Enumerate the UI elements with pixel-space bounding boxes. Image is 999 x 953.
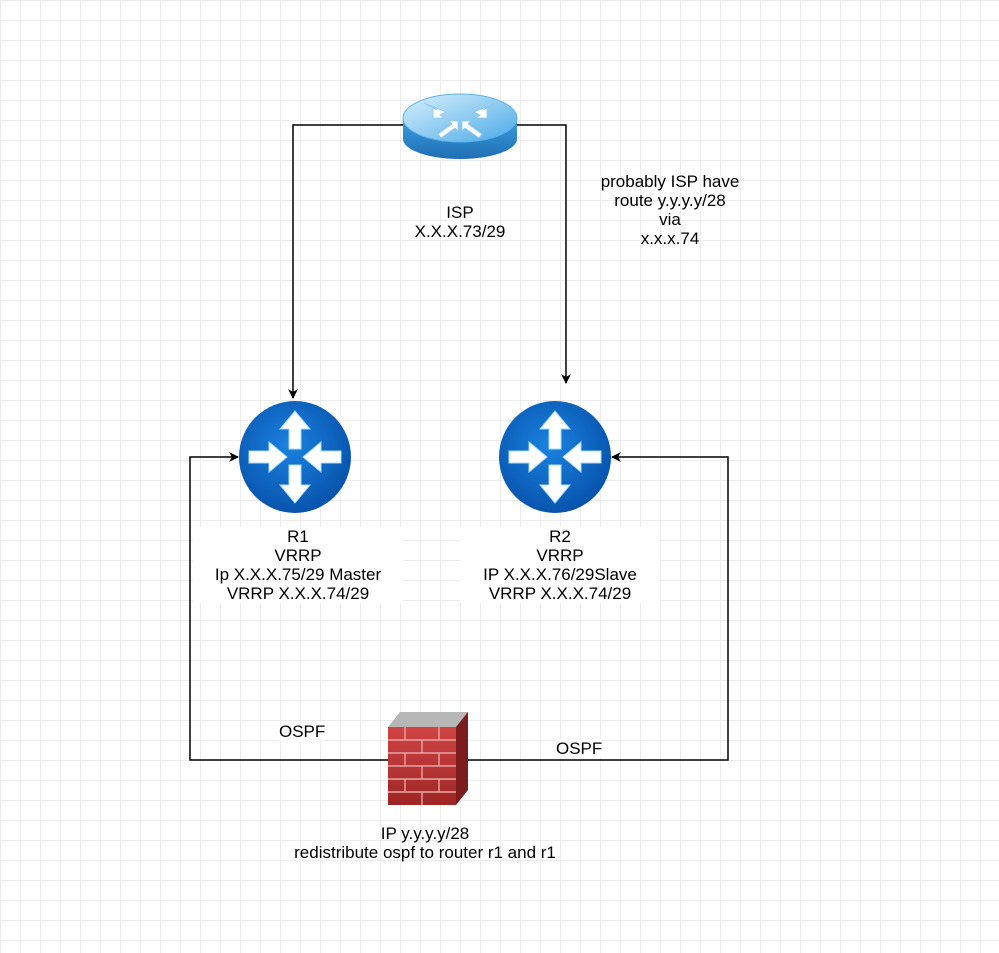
ospf-label-r1: OSPF (279, 722, 326, 741)
isp-label: ISP X.X.X.73/29 (405, 203, 515, 241)
r2-label-line: VRRP (536, 546, 584, 565)
isp-label-line: X.X.X.73/29 (414, 222, 506, 241)
router-icon[interactable] (239, 401, 351, 513)
annotation-line: x.x.x.74 (640, 229, 700, 248)
firewall-label: IP y.y.y.y/28 redistribute ospf to route… (270, 824, 580, 862)
r1-label-line: R1 (287, 527, 309, 546)
router-icon[interactable] (499, 401, 611, 513)
firewall-icon[interactable] (388, 712, 468, 805)
r1-label: R1 VRRP Ip X.X.X.75/29 Master VRRP X.X.X… (193, 527, 403, 603)
route-annotation: probably ISP have route y.y.y.y/28 via x… (580, 172, 760, 248)
r2-label-line: IP X.X.X.76/29Slave (483, 565, 637, 584)
edge-isp-r2 (517, 124, 571, 384)
annotation-line: route y.y.y.y/28 (614, 191, 726, 210)
edge-firewall-r1 (189, 452, 388, 761)
r1-label-line: Ip X.X.X.75/29 Master (214, 565, 382, 584)
r1-label-line: VRRP (274, 546, 322, 565)
annotation-line: via (659, 210, 681, 229)
ospf-label-r2: OSPF (556, 739, 603, 758)
r1-label-line: VRRP X.X.X.74/29 (226, 584, 370, 603)
firewall-label-line: redistribute ospf to router r1 and r1 (294, 843, 556, 862)
edge-firewall-r2 (468, 452, 729, 761)
edge-isp-r1 (288, 124, 403, 399)
r2-label-line: VRRP X.X.X.74/29 (488, 584, 632, 603)
annotation-line: probably ISP have (600, 172, 740, 191)
r2-label-line: R2 (549, 527, 571, 546)
firewall-label-line: IP y.y.y.y/28 (380, 824, 470, 843)
isp-router-icon[interactable] (402, 93, 518, 159)
r2-label: R2 VRRP IP X.X.X.76/29Slave VRRP X.X.X.7… (460, 527, 660, 603)
isp-label-line: ISP (446, 203, 474, 222)
